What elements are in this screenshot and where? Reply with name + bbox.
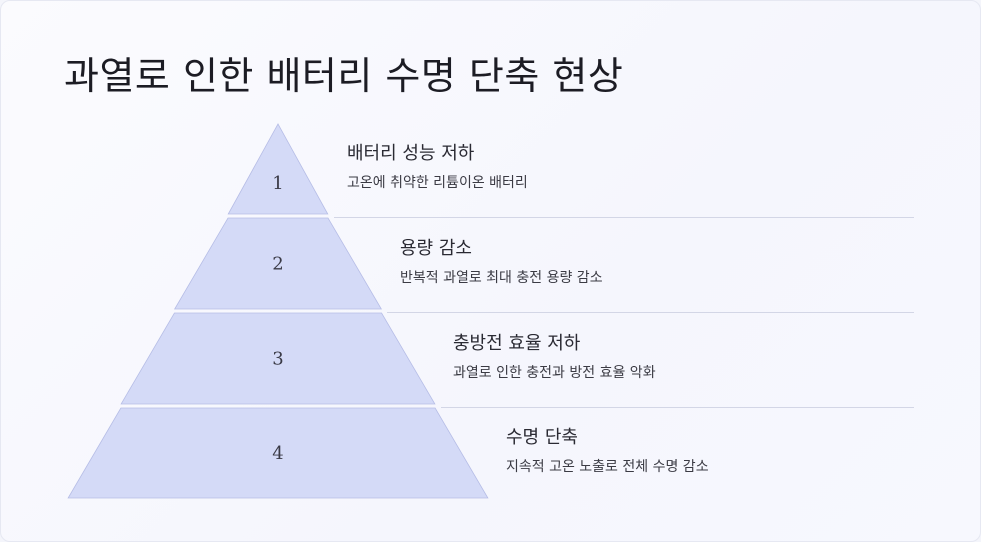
tier-1-shape bbox=[227, 123, 329, 215]
page-title: 과열로 인한 배터리 수명 단축 현상 bbox=[64, 54, 624, 98]
tier-2-heading: 용량 감소 bbox=[400, 238, 472, 259]
tier-3-number: 3 bbox=[272, 349, 283, 370]
tier-2-text: 용량 감소 반복적 과열로 최대 충전 용량 감소 bbox=[400, 237, 603, 288]
tier-2-number: 2 bbox=[272, 254, 283, 275]
tier-1-divider bbox=[333, 217, 914, 218]
tier-3-divider bbox=[441, 407, 914, 408]
tier-2-divider bbox=[387, 312, 914, 313]
tier-1-text: 배터리 성능 저하 고온에 취약한 리튬이온 배터리 bbox=[347, 142, 528, 193]
tier-3-heading: 충방전 효율 저하 bbox=[453, 333, 581, 354]
tier-3-shape bbox=[120, 312, 436, 405]
tier-1-number: 1 bbox=[272, 173, 283, 194]
tier-3-description: 과열로 인한 충전과 방전 효율 악화 bbox=[453, 365, 656, 381]
tier-1-description: 고온에 취약한 리튬이온 배터리 bbox=[347, 175, 528, 191]
tier-4-text: 수명 단축 지속적 고온 노출로 전체 수명 감소 bbox=[506, 426, 709, 477]
tier-2-shape bbox=[173, 217, 383, 310]
tier-3-text: 충방전 효율 저하 과열로 인한 충전과 방전 효율 악화 bbox=[453, 332, 656, 383]
tier-4-number: 4 bbox=[272, 443, 283, 464]
tier-1-heading: 배터리 성능 저하 bbox=[347, 143, 475, 164]
tier-4-description: 지속적 고온 노출로 전체 수명 감소 bbox=[506, 459, 709, 475]
tier-4-shape bbox=[67, 407, 489, 499]
tier-4-heading: 수명 단축 bbox=[506, 427, 578, 448]
tier-2-description: 반복적 과열로 최대 충전 용량 감소 bbox=[400, 270, 603, 286]
